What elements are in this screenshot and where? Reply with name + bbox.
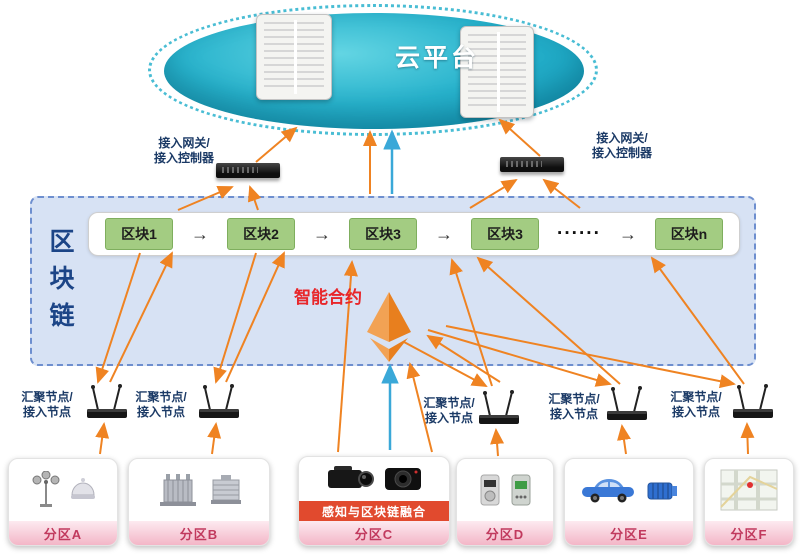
label-line: 接入控制器 bbox=[591, 146, 652, 160]
camera-icon bbox=[384, 468, 421, 490]
fusion-banner: 感知与区块链融合 bbox=[299, 501, 449, 521]
aggregation-node-label: 汇聚节点/ 接入节点 bbox=[14, 390, 80, 420]
label-line: 汇聚节点/ bbox=[135, 390, 187, 404]
ethereum-icon bbox=[367, 292, 411, 362]
map-icon bbox=[720, 469, 778, 511]
partition-card-c: 感知与区块链融合 分区C bbox=[298, 456, 450, 546]
partition-card-b: 分区B bbox=[128, 458, 270, 546]
blockchain-title: 区块链 bbox=[46, 228, 74, 339]
ellipsis: ······ bbox=[557, 223, 601, 244]
camera-icon bbox=[327, 466, 374, 488]
partition-e-devices bbox=[565, 459, 693, 521]
partition-d-devices bbox=[457, 459, 553, 521]
transformer-icon bbox=[159, 474, 196, 506]
router-icon bbox=[87, 384, 127, 418]
label-line: 接入节点 bbox=[671, 405, 720, 419]
dome-sensor-icon bbox=[70, 478, 95, 499]
aggregation-node-label: 汇聚节点/ 接入节点 bbox=[660, 390, 732, 420]
partition-label: 分区C bbox=[299, 521, 449, 545]
partition-card-a: 分区A bbox=[8, 458, 118, 546]
label-line: 接入节点 bbox=[136, 405, 185, 419]
arrow-right-icon: → bbox=[191, 223, 209, 244]
gateway-label-right: 接入网关/ 接入控制器 bbox=[578, 131, 666, 161]
block-chain-row: 区块1 → 区块2 → 区块3 → 区块3 ······ → 区块n bbox=[88, 212, 740, 256]
aggregation-node-label: 汇聚节点/ 接入节点 bbox=[542, 392, 606, 422]
block-2: 区块2 bbox=[227, 218, 295, 250]
block-4: 区块3 bbox=[471, 218, 539, 250]
label-line: 接入网关/ bbox=[158, 136, 210, 150]
arrow-right-icon: → bbox=[435, 223, 453, 244]
router-icon bbox=[199, 384, 239, 418]
network-switch-icon bbox=[500, 157, 564, 172]
smart-meter-icon bbox=[511, 474, 530, 506]
label-line: 汇聚节点/ bbox=[548, 392, 600, 406]
partition-label: 分区D bbox=[457, 521, 553, 545]
electric-motor-icon bbox=[647, 482, 677, 499]
aggregation-node-label: 汇聚节点/ 接入节点 bbox=[418, 396, 480, 426]
block-3: 区块3 bbox=[349, 218, 417, 250]
label-line: 接入节点 bbox=[22, 405, 71, 419]
label-line: 汇聚节点/ bbox=[423, 396, 475, 410]
arrow-right-icon: → bbox=[313, 223, 331, 244]
label-line: 接入节点 bbox=[549, 407, 598, 421]
electric-car-icon bbox=[581, 478, 634, 502]
label-line: 接入节点 bbox=[424, 411, 473, 425]
server-rack-icon bbox=[460, 26, 534, 118]
transformer-icon bbox=[210, 475, 241, 504]
partition-b-devices bbox=[129, 459, 269, 521]
label-line: 接入网关/ bbox=[596, 131, 648, 145]
arrow-right-icon: → bbox=[618, 223, 637, 244]
label-line: 接入控制器 bbox=[153, 151, 214, 165]
label-line: 汇聚节点/ bbox=[670, 390, 722, 404]
partition-a-devices bbox=[9, 459, 117, 521]
aggregation-node-label: 汇聚节点/ 接入节点 bbox=[128, 390, 194, 420]
smart-meter-icon bbox=[480, 474, 499, 506]
label-line: 汇聚节点/ bbox=[21, 390, 73, 404]
server-rack-icon bbox=[256, 14, 332, 100]
partition-f-devices bbox=[705, 459, 793, 521]
partition-card-e: 分区E bbox=[564, 458, 694, 546]
partition-c-devices bbox=[299, 457, 449, 501]
network-switch-icon bbox=[216, 163, 280, 178]
partition-card-d: 分区D bbox=[456, 458, 554, 546]
partition-label: 分区A bbox=[9, 521, 117, 545]
router-icon bbox=[479, 390, 519, 424]
partition-card-f: 分区F bbox=[704, 458, 794, 546]
router-icon bbox=[607, 386, 647, 420]
partition-label: 分区F bbox=[705, 521, 793, 545]
block-1: 区块1 bbox=[105, 218, 173, 250]
partition-label: 分区E bbox=[565, 521, 693, 545]
block-n: 区块n bbox=[654, 218, 723, 250]
gateway-label-left: 接入网关/ 接入控制器 bbox=[142, 136, 226, 166]
anemometer-icon bbox=[32, 471, 59, 507]
smart-contract-label: 智能合约 bbox=[294, 288, 362, 307]
cloud-platform-label: 云平台 bbox=[394, 44, 479, 72]
partition-label: 分区B bbox=[129, 521, 269, 545]
router-icon bbox=[733, 384, 773, 418]
